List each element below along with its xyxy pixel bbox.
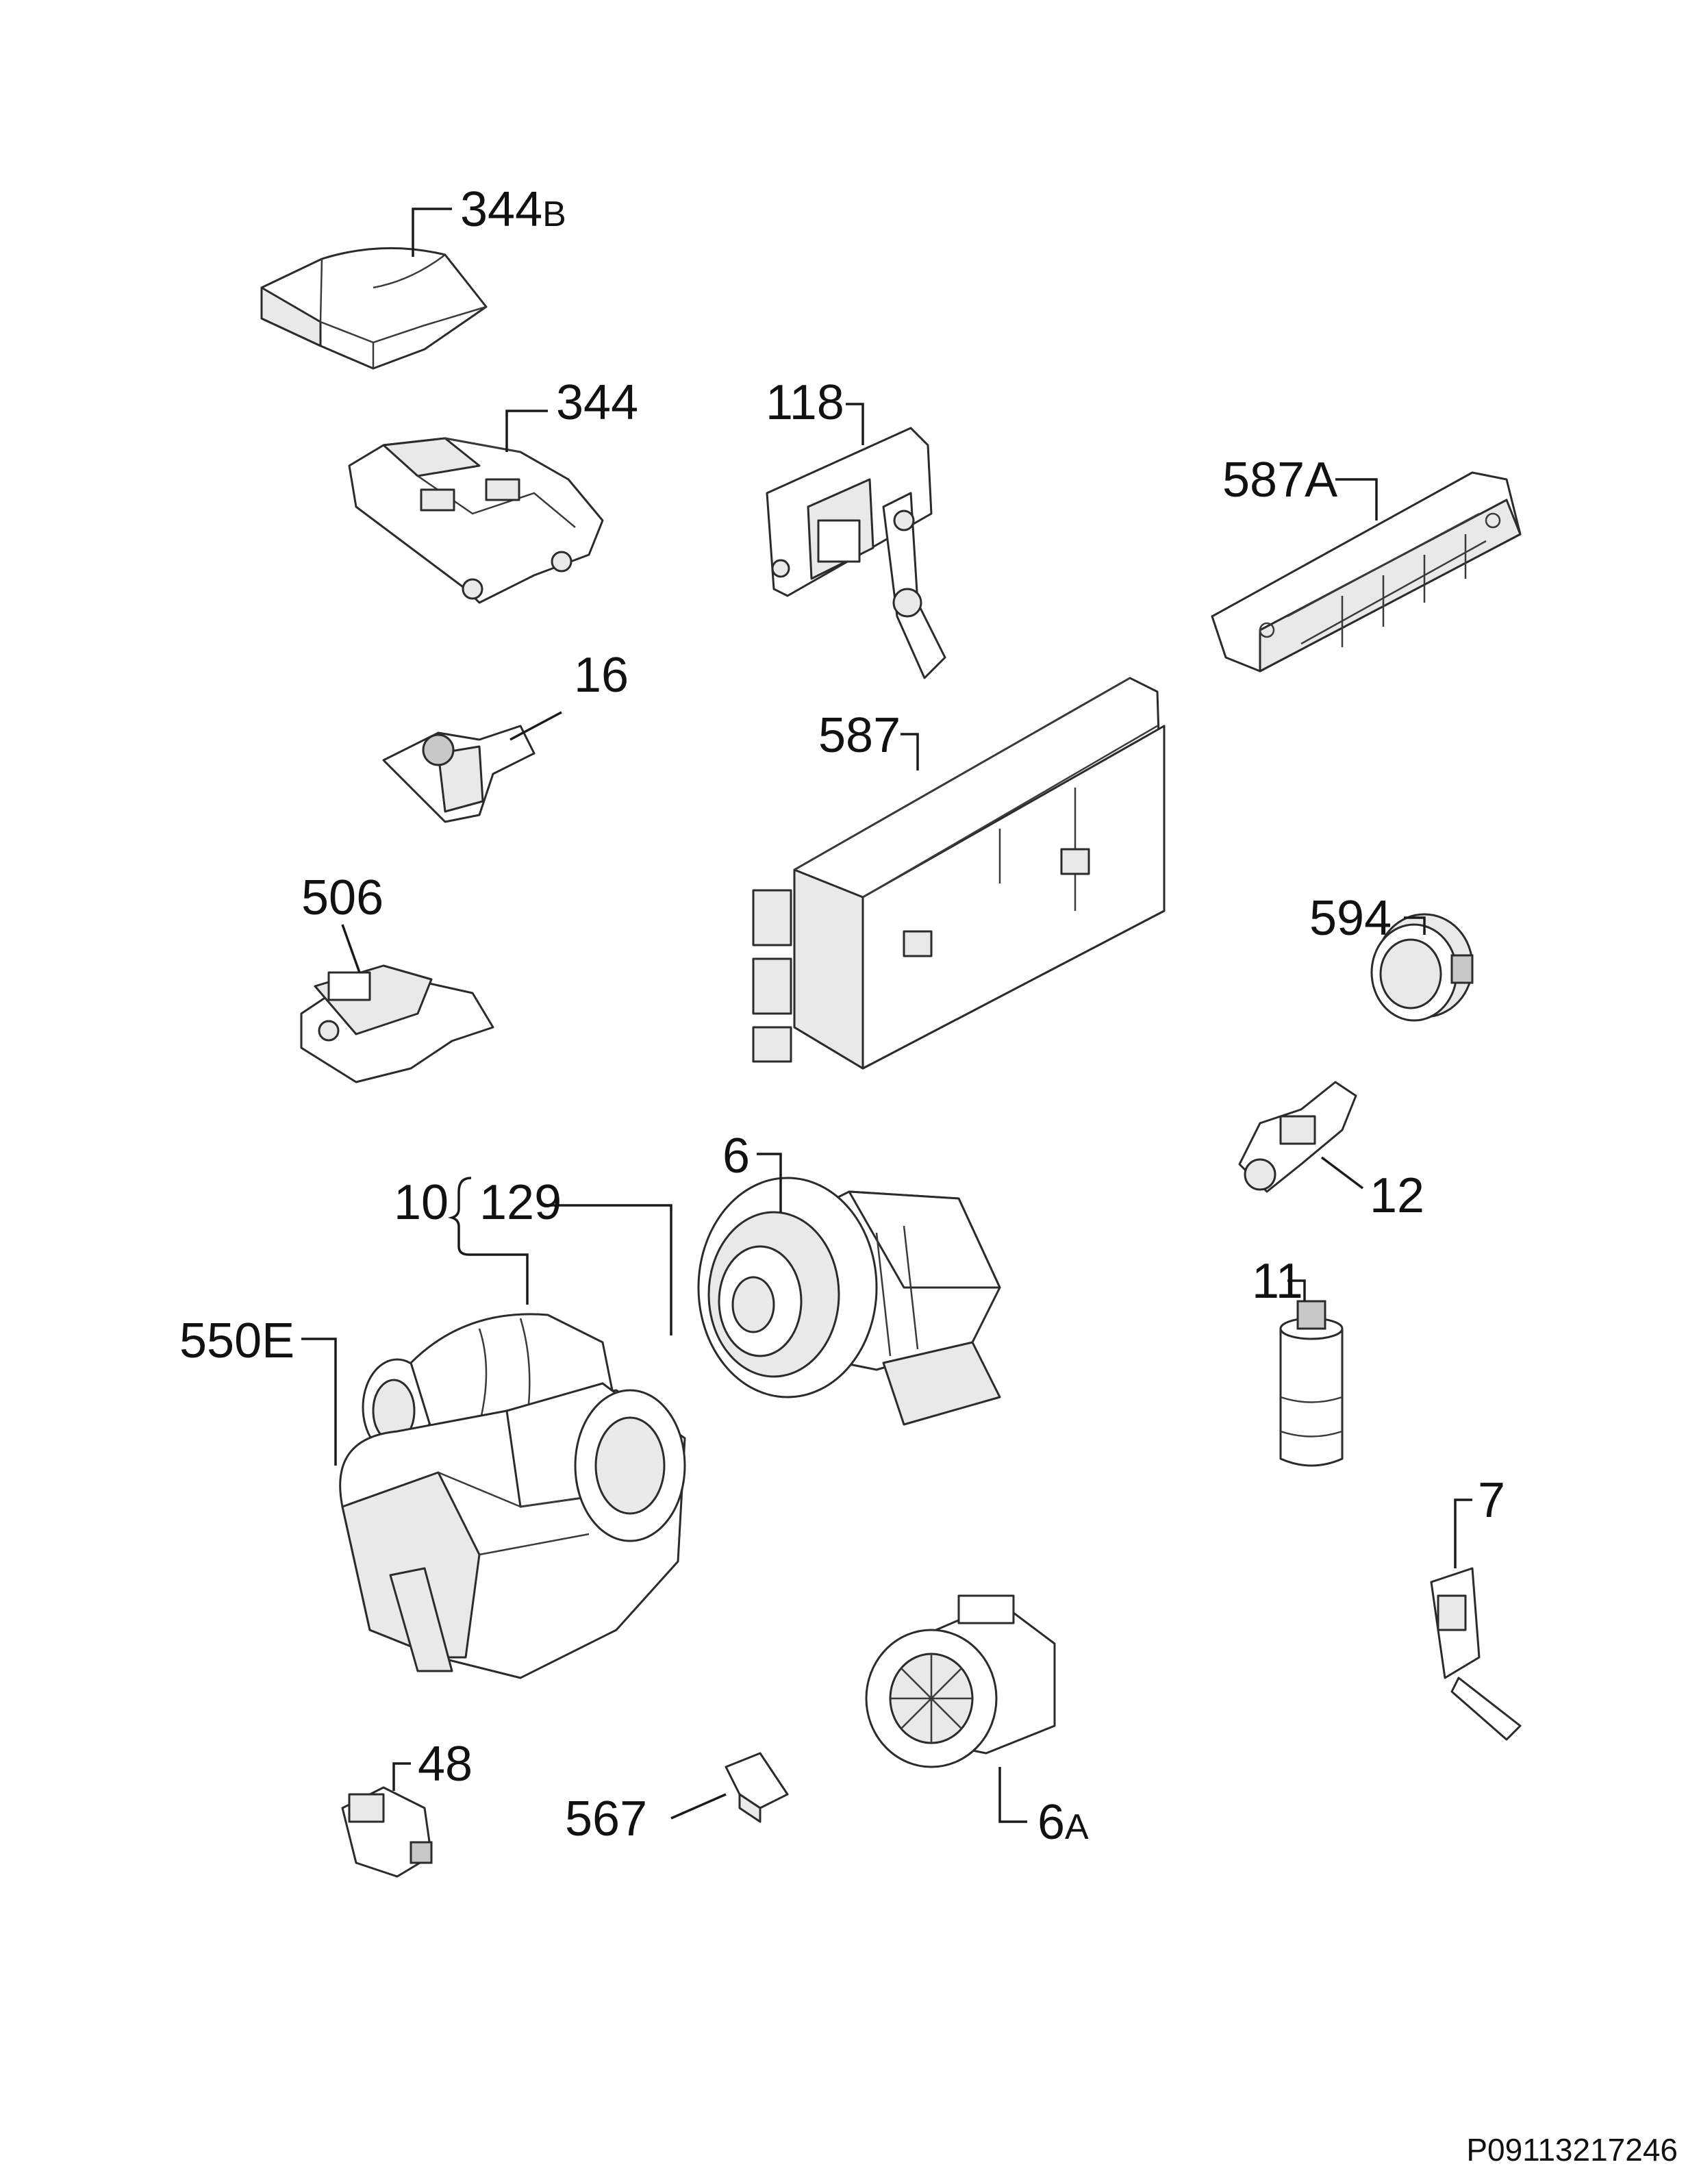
part-344-dispenser: [348, 437, 604, 604]
leader-550e: [301, 1338, 337, 1466]
label-118: 118: [766, 375, 844, 430]
label-129: 129: [479, 1175, 562, 1230]
part-118-frame: [766, 427, 946, 679]
leader-12: [1320, 1156, 1364, 1190]
part-550e-sump-housing: [339, 1382, 686, 1679]
label-550e: 550E: [179, 1314, 294, 1368]
label-344b: 344B: [460, 182, 566, 237]
leader-594: [1404, 916, 1426, 935]
leader-118: [846, 403, 864, 445]
leader-344: [505, 410, 548, 452]
label-587a: 587A: [1222, 453, 1337, 507]
part-6a-drain-pump: [865, 1594, 1056, 1768]
leader-11: [1287, 1279, 1306, 1301]
part-12-valve: [1238, 1081, 1357, 1193]
part-594-round-sensor: [1370, 913, 1474, 1022]
label-48: 48: [418, 1737, 473, 1792]
part-506-bracket: [300, 964, 494, 1083]
leader-16: [509, 711, 562, 741]
leader-6: [757, 1153, 782, 1212]
leader-48: [392, 1762, 411, 1791]
label-10: 10: [394, 1175, 449, 1230]
part-7-switch: [1430, 1567, 1522, 1741]
part-567-clip: [725, 1752, 789, 1823]
leader-7: [1454, 1498, 1472, 1568]
part-587a-control-strip: [1211, 471, 1522, 673]
leader-6a: [998, 1767, 1027, 1823]
label-7: 7: [1478, 1473, 1505, 1528]
part-6-circulation-pump: [697, 1177, 1001, 1426]
leader-567: [670, 1793, 727, 1820]
leader-10-bracket: [447, 1177, 529, 1305]
part-587-electronic-module: [752, 677, 1166, 1070]
part-48-sensor: [341, 1786, 433, 1878]
leader-129: [544, 1204, 672, 1335]
label-567: 567: [565, 1792, 647, 1846]
label-506: 506: [301, 870, 383, 925]
leader-587a: [1335, 478, 1378, 520]
label-344: 344: [556, 375, 638, 430]
diagram-code: P09113217246: [1466, 2132, 1678, 2168]
leader-587: [901, 733, 919, 770]
part-344b-cover: [260, 247, 488, 370]
label-16: 16: [574, 648, 629, 703]
leader-506: [341, 924, 361, 973]
label-6: 6: [722, 1129, 750, 1183]
label-6a: 6A: [1037, 1795, 1089, 1850]
leader-344b: [412, 208, 452, 257]
label-587: 587: [818, 708, 901, 763]
part-11-cylinder: [1279, 1300, 1344, 1467]
label-594: 594: [1309, 891, 1392, 946]
label-11: 11: [1252, 1254, 1303, 1309]
label-12: 12: [1370, 1168, 1424, 1223]
part-16-door-lock: [382, 725, 536, 823]
